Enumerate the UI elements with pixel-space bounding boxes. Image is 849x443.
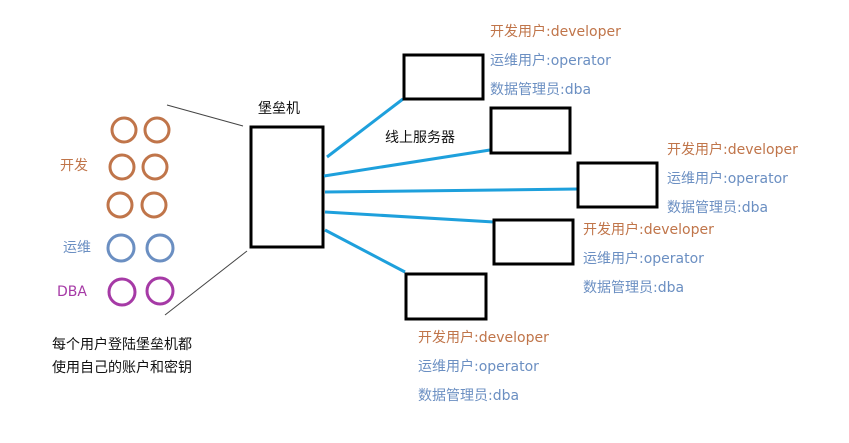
dba-user-circle	[107, 277, 137, 307]
ops-user-circle	[145, 233, 175, 263]
server-account-list: 开发用户:developer 运维用户:operator 数据管理员:dba	[418, 324, 549, 411]
user-circles	[106, 116, 175, 307]
server-account-list: 开发用户:developer 运维用户:operator 数据管理员:dba	[667, 136, 798, 223]
server-box[interactable]	[404, 272, 488, 321]
account-developer: 开发用户:developer	[418, 330, 549, 346]
account-operator: 运维用户:operator	[583, 251, 704, 267]
note-line: 每个用户登陆堡垒机都	[52, 337, 192, 353]
note-text: 每个用户登陆堡垒机都 使用自己的账户和密钥	[52, 334, 192, 380]
group-label-ops: 运维	[63, 240, 91, 256]
bastion-host-box[interactable]	[249, 125, 325, 249]
group-label-dev: 开发	[60, 158, 88, 174]
dev-user-circle	[140, 191, 168, 219]
connection-line	[324, 187, 579, 194]
connection-line	[324, 228, 406, 274]
group-label-dba: DBA	[57, 284, 87, 300]
connection-line	[326, 97, 404, 159]
dev-user-circle	[108, 153, 136, 181]
server-account-list: 开发用户:developer 运维用户:operator 数据管理员:dba	[490, 18, 621, 105]
account-operator: 运维用户:operator	[418, 359, 539, 375]
account-developer: 开发用户:developer	[490, 24, 621, 40]
account-dba: 数据管理员:dba	[583, 280, 685, 296]
dba-user-circle	[145, 276, 175, 306]
server-box[interactable]	[492, 218, 575, 266]
account-dba: 数据管理员:dba	[418, 388, 520, 404]
connection-line	[324, 210, 495, 224]
connection-line	[323, 148, 491, 178]
account-dba: 数据管理员:dba	[490, 82, 592, 98]
account-developer: 开发用户:developer	[583, 222, 714, 238]
funnel-line-bottom	[164, 250, 248, 316]
dev-user-circle	[106, 191, 134, 219]
server-box[interactable]	[402, 53, 485, 101]
dev-user-circle	[110, 116, 138, 144]
bastion-title: 堡垒机	[258, 101, 300, 117]
funnel-line-top	[166, 104, 244, 127]
servers-label: 线上服务器	[385, 130, 455, 146]
account-operator: 运维用户:operator	[667, 171, 788, 187]
server-box[interactable]	[489, 106, 572, 155]
ops-user-circle	[106, 233, 136, 263]
server-box[interactable]	[576, 161, 659, 209]
connections	[323, 97, 579, 274]
account-operator: 运维用户:operator	[490, 53, 611, 69]
dev-user-circle	[141, 153, 169, 181]
server-account-list: 开发用户:developer 运维用户:operator 数据管理员:dba	[583, 216, 714, 303]
dev-user-circle	[143, 116, 171, 144]
account-dba: 数据管理员:dba	[667, 200, 769, 216]
account-developer: 开发用户:developer	[667, 142, 798, 158]
note-line: 使用自己的账户和密钥	[52, 360, 192, 376]
